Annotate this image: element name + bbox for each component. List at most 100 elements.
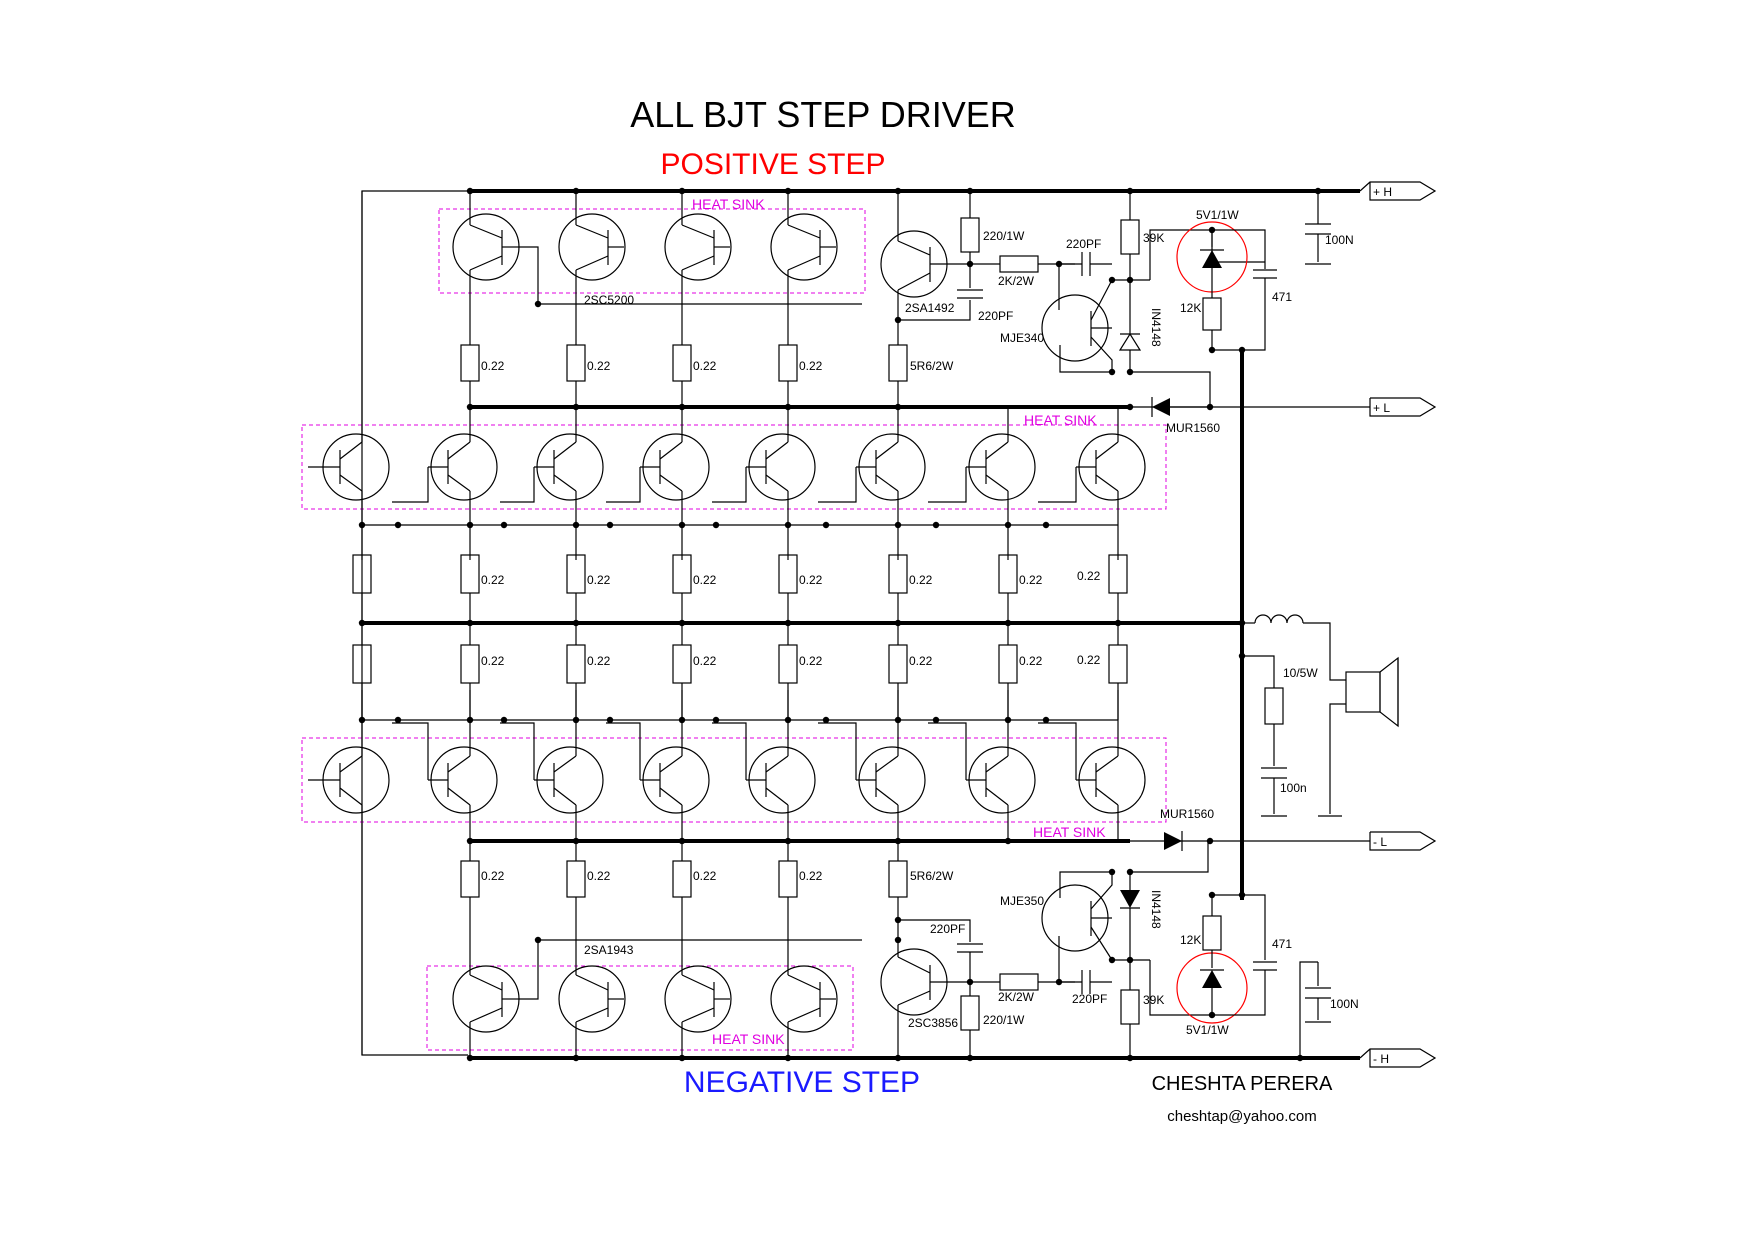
label-r-top-4: 0.22	[799, 359, 823, 373]
capacitor-100n-bottom	[1299, 961, 1331, 1058]
junction-dot	[712, 716, 720, 724]
junction-dot	[1238, 346, 1246, 354]
junction-dot	[358, 716, 366, 724]
junction-dot	[1126, 956, 1134, 964]
junction-dot	[572, 716, 580, 724]
transistor-upper-row-1	[308, 191, 390, 560]
label-r-lo-5: 0.22	[909, 654, 933, 668]
svg-text:+ H: + H	[1373, 185, 1392, 199]
junction-dot	[678, 619, 686, 627]
junction-dot	[784, 403, 792, 411]
junction-dot	[1004, 619, 1012, 627]
junction-dot	[894, 619, 902, 627]
junction-dot	[1208, 226, 1216, 234]
diode-mur1560-top	[1130, 371, 1211, 417]
resistor-39k-bottom	[1112, 959, 1150, 1058]
transistor-top-output-1	[452, 191, 520, 345]
negative-step-label: NEGATIVE STEP	[684, 1066, 920, 1099]
junction-dot	[784, 1054, 792, 1062]
junction-dot	[894, 316, 902, 324]
junction-dot	[572, 521, 580, 529]
junction-dot	[1114, 619, 1122, 627]
capacitor-100n-top	[1305, 191, 1331, 265]
transistor-upper-row-7	[928, 407, 1036, 560]
heat-sink-top-outputs	[438, 208, 866, 294]
label-r-up-4: 0.22	[799, 573, 823, 587]
junction-dot	[358, 521, 366, 529]
resistors-top-emitter	[460, 320, 908, 407]
label-r-bot-4: 0.22	[799, 869, 823, 883]
label-r-bot-3: 0.22	[693, 869, 717, 883]
label-39k-bottom: 39K	[1143, 993, 1164, 1007]
label-r-bot-1: 0.22	[481, 869, 505, 883]
positive-step-label: POSITIVE STEP	[660, 148, 885, 181]
transistor-lower-row-6	[818, 690, 926, 841]
svg-text:+ L: + L	[1373, 401, 1390, 415]
transistor-upper-row-6	[818, 407, 926, 560]
transistor-upper-row-4	[606, 407, 710, 560]
part-label-mje350: MJE350	[1000, 894, 1044, 908]
junction-dot	[572, 1054, 580, 1062]
diode-in4148-top	[1118, 280, 1142, 372]
transistor-lower-row-3	[500, 690, 604, 841]
label-mur1560-top: MUR1560	[1166, 421, 1220, 435]
transistor-mje350	[1041, 871, 1113, 982]
junction-dot	[572, 187, 580, 195]
capacitor-220pf-top-right	[1060, 252, 1112, 276]
resistors-bottom-emitter	[460, 841, 908, 940]
label-r-top-1: 0.22	[481, 359, 505, 373]
label-r-lo-4: 0.22	[799, 654, 823, 668]
junction-dots	[358, 187, 1322, 1062]
resistor-220-top	[960, 191, 980, 264]
rail-connector-pos-high: + H	[1359, 181, 1437, 201]
junction-dot	[1108, 956, 1116, 964]
junction-dot	[606, 521, 614, 529]
zener-top	[1200, 230, 1224, 298]
label-r-top-3: 0.22	[693, 359, 717, 373]
label-2k-bottom: 2K/2W	[998, 990, 1035, 1004]
capacitor-220pf-bottom-left	[898, 919, 983, 982]
label-r-bot-2: 0.22	[587, 869, 611, 883]
diode-in4148-bottom	[1120, 872, 1140, 960]
label-in4148-top: IN4148	[1149, 308, 1163, 347]
label-100n-bottom: 100N	[1330, 997, 1359, 1011]
resistor-upper-8	[1108, 554, 1128, 594]
resistor-upper-6	[888, 554, 908, 594]
junction-dot	[678, 837, 686, 845]
wire-bottom-base-bus	[518, 939, 862, 1000]
junction-dot	[784, 716, 792, 724]
junction-dot	[932, 521, 940, 529]
upper-emitter-resistors	[352, 554, 1128, 623]
junction-dot	[466, 403, 474, 411]
junction-dot	[394, 716, 402, 724]
label-2k-top: 2K/2W	[998, 274, 1035, 288]
resistor-upper-2	[460, 554, 480, 594]
junction-dot	[894, 187, 902, 195]
label-zobel-resistor: 10/5W	[1283, 666, 1318, 680]
junction-dot	[1042, 716, 1050, 724]
label-220-top: 220/1W	[983, 229, 1025, 243]
part-label-2sa1943: 2SA1943	[584, 943, 634, 957]
transistor-upper-row-5	[712, 407, 816, 560]
label-r-lo-7: 0.22	[1077, 653, 1101, 667]
transistor-bottom-output-3	[664, 897, 732, 1058]
junction-dot	[712, 521, 720, 529]
junction-dot	[1206, 403, 1214, 411]
wire-zener-top-frame	[1212, 229, 1266, 269]
wire-zener-bottom-link	[1149, 960, 1212, 1016]
lower-emitter-resistors	[352, 623, 1128, 720]
resistor-lower-7	[998, 644, 1018, 684]
label-12k-top: 12K	[1180, 301, 1201, 315]
label-in4148-bottom: IN4148	[1149, 890, 1163, 929]
heat-sink-bottom-outputs	[426, 965, 854, 1051]
label-471-bottom: 471	[1272, 937, 1292, 951]
svg-text:- L: - L	[1373, 835, 1387, 849]
junction-dot	[678, 403, 686, 411]
junction-dot	[534, 300, 542, 308]
junction-dot	[1126, 187, 1134, 195]
label-12k-bottom: 12K	[1180, 933, 1201, 947]
label-r-up-3: 0.22	[693, 573, 717, 587]
junction-dot	[966, 187, 974, 195]
transistor-bottom-output-2	[558, 897, 626, 1058]
